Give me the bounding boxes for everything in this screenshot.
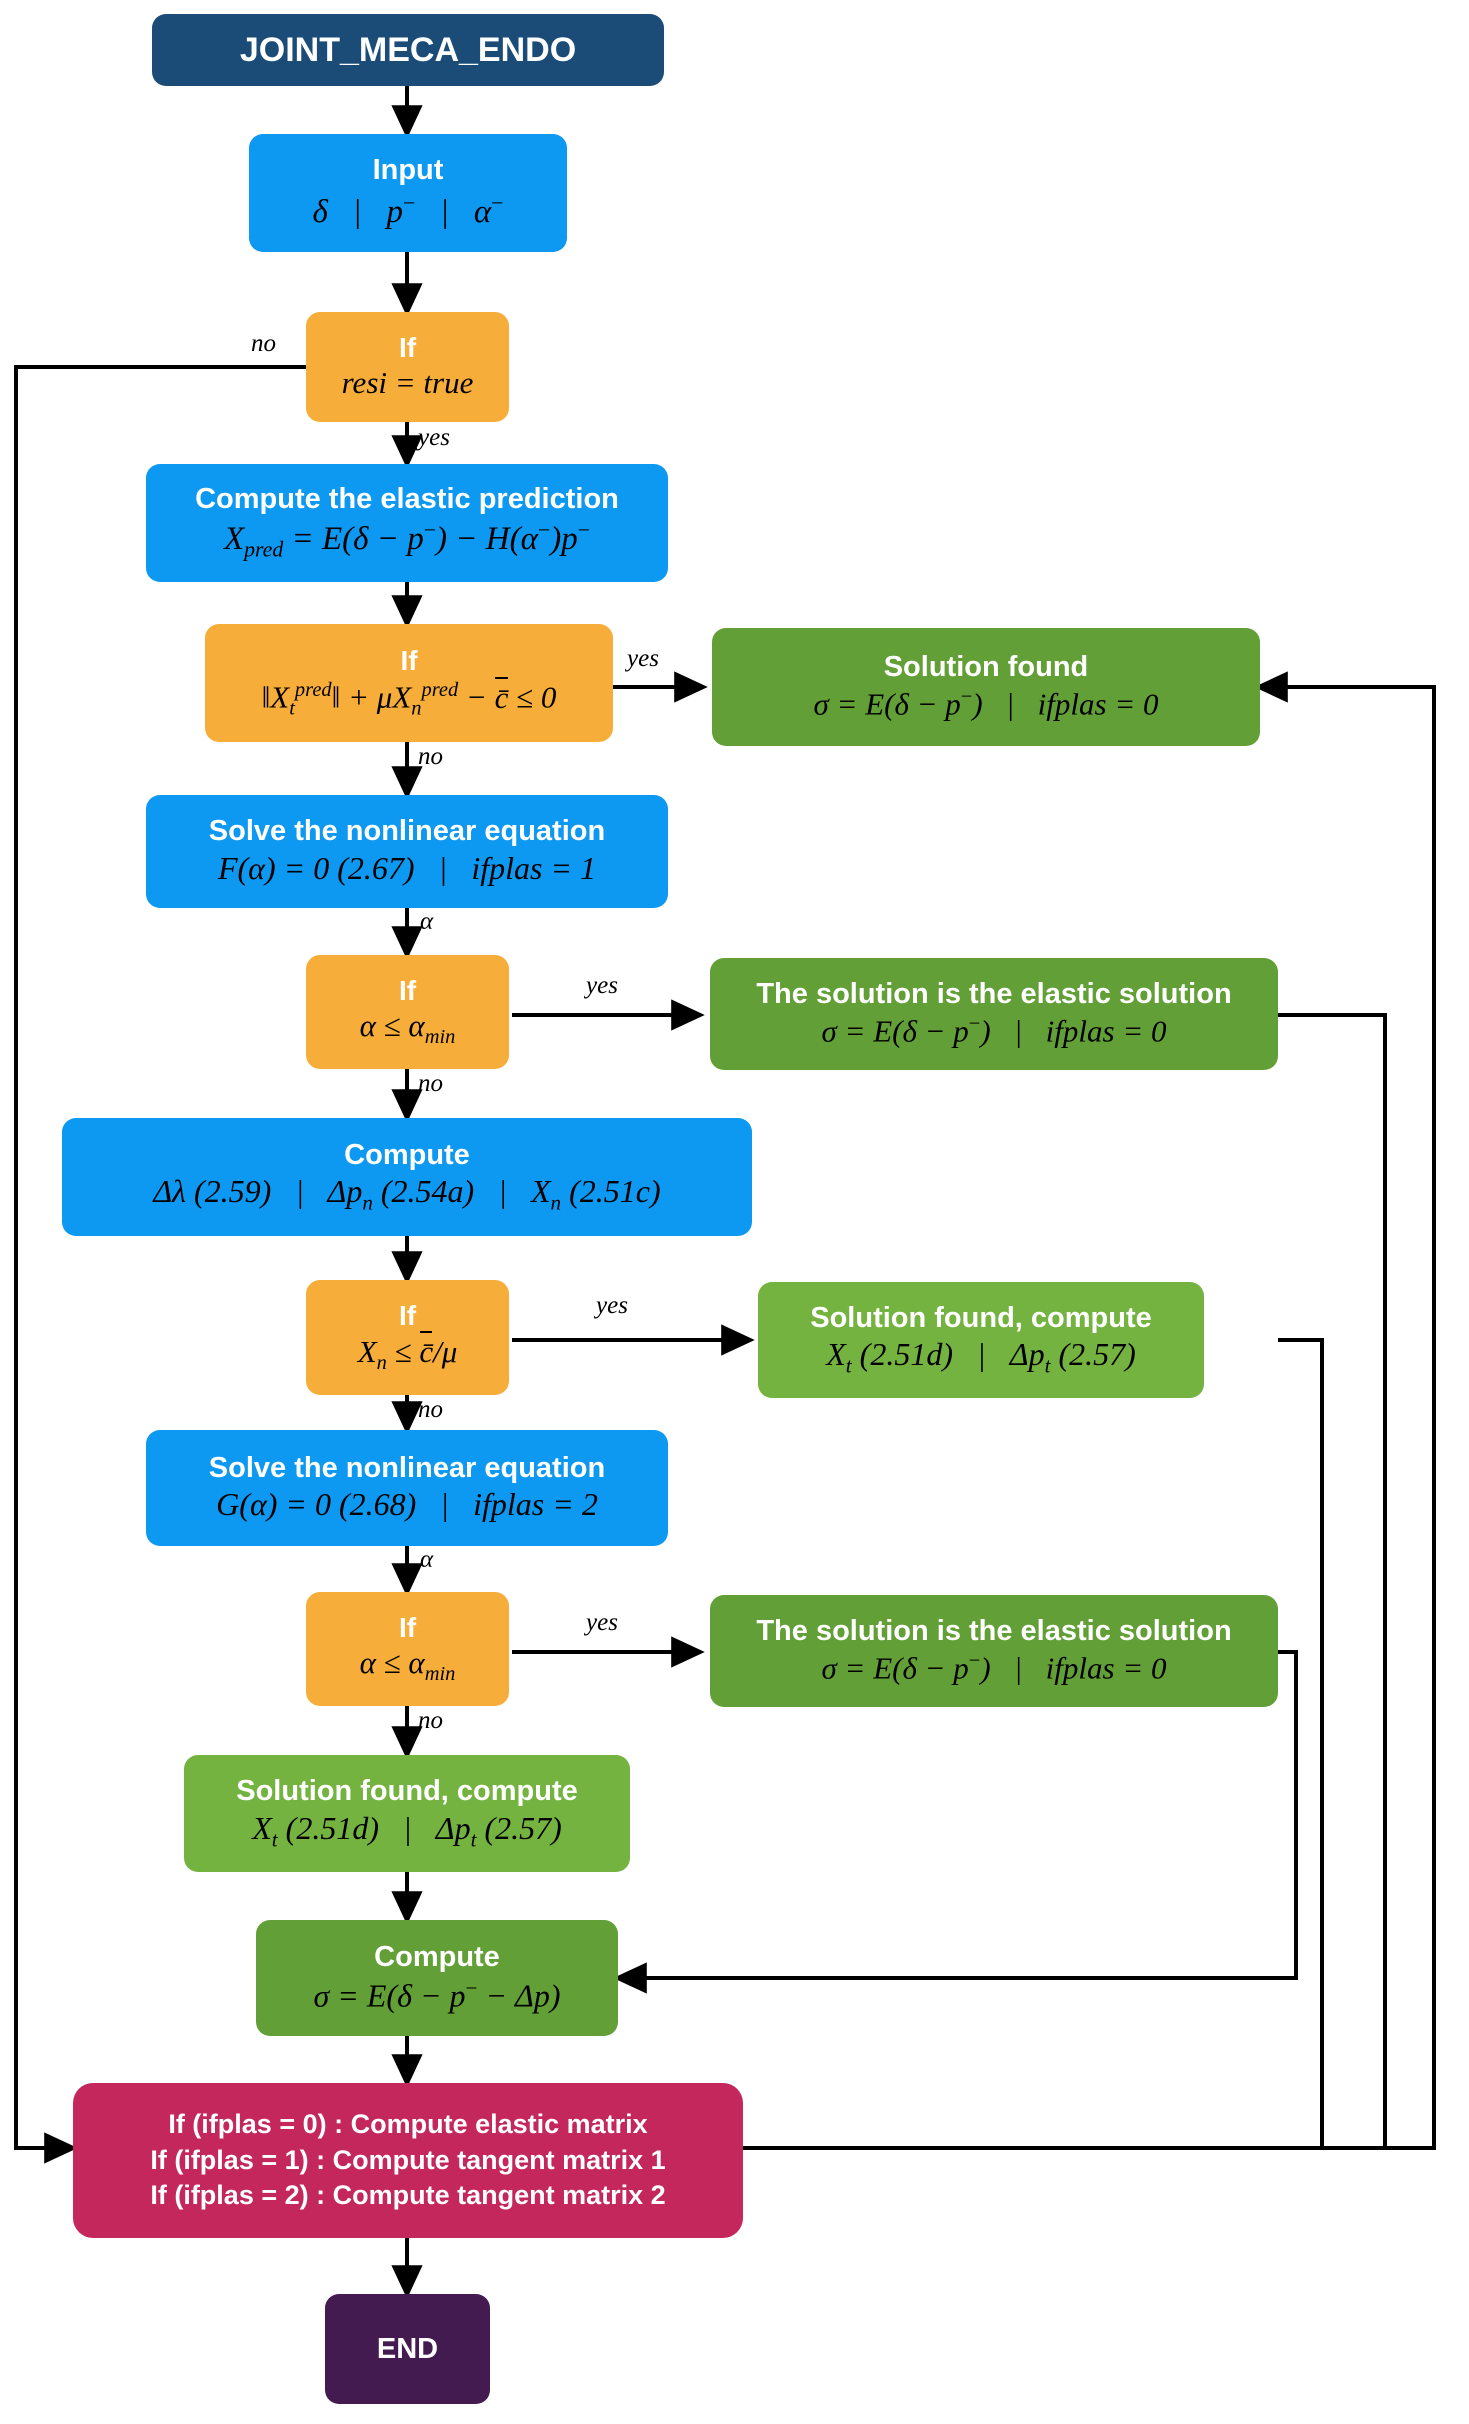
- matrix-line-2: If (ifplas = 1) : Compute tangent matrix…: [150, 2144, 666, 2175]
- edge-label-resi-yes: yes: [418, 424, 450, 451]
- node-if-alpha-2-title: If: [398, 1611, 417, 1643]
- edge-label-alpha2-out: α: [420, 1546, 434, 1573]
- edge-label-resi-no: no: [251, 330, 276, 357]
- edge-label-alpha1-no: no: [418, 1070, 443, 1097]
- node-if-xn[interactable]: If Xn ≤ c̄/μ: [306, 1280, 509, 1395]
- node-if-xn-math: Xn ≤ c̄/μ: [357, 1333, 458, 1374]
- edge-label-yield-yes: yes: [627, 645, 659, 672]
- edge-label-yield-no: no: [418, 743, 443, 770]
- node-solution-found-3-title: Solution found, compute: [236, 1775, 578, 1808]
- node-compute-1[interactable]: Compute Δλ (2.59) | Δpn (2.54a) | Xn (2.…: [62, 1118, 752, 1236]
- node-input-math: δ | p− | α−: [312, 190, 504, 230]
- node-elastic-prediction[interactable]: Compute the elastic prediction Xpred = E…: [146, 464, 668, 582]
- node-solve-G-math: G(α) = 0 (2.68) | ifplas = 2: [216, 1486, 598, 1523]
- edge-label-alpha1-out: α: [420, 908, 434, 935]
- node-if-alpha-2[interactable]: If α ≤ αmin: [306, 1592, 509, 1706]
- node-solution-found-1-math: σ = E(δ − p−) | ifplas = 0: [813, 686, 1159, 722]
- node-elastic-solution-2[interactable]: The solution is the elastic solution σ =…: [710, 1595, 1278, 1707]
- node-solution-found-3-math: Xt (2.51d) | Δpt (2.57): [252, 1809, 562, 1851]
- node-end[interactable]: END: [325, 2294, 490, 2404]
- node-solve-F[interactable]: Solve the nonlinear equation F(α) = 0 (2…: [146, 795, 668, 908]
- node-if-resi[interactable]: If resi = true: [306, 312, 509, 422]
- node-if-xn-title: If: [398, 1300, 417, 1332]
- rail-elasticsol1-down: [1277, 1013, 1387, 2148]
- node-compute-sigma-title: Compute: [374, 1941, 500, 1974]
- node-start[interactable]: JOINT_MECA_ENDO: [152, 14, 664, 86]
- rail-solfound2-down: [1278, 1338, 1324, 2148]
- node-if-alpha-1[interactable]: If α ≤ αmin: [306, 955, 509, 1069]
- node-matrix-block[interactable]: If (ifplas = 0) : Compute elastic matrix…: [73, 2083, 743, 2238]
- node-end-title: END: [376, 2332, 439, 2365]
- node-start-title: JOINT_MECA_ENDO: [239, 30, 577, 69]
- node-solution-found-2[interactable]: Solution found, compute Xt (2.51d) | Δpt…: [758, 1282, 1204, 1398]
- node-elastic-solution-2-math: σ = E(δ − p−) | ifplas = 0: [821, 1650, 1167, 1686]
- edge-label-xn-no: no: [418, 1396, 443, 1423]
- node-if-resi-title: If: [398, 332, 417, 364]
- node-elastic-solution-1-title: The solution is the elastic solution: [756, 977, 1232, 1010]
- node-solve-G-title: Solve the nonlinear equation: [208, 1451, 606, 1484]
- node-if-resi-math: resi = true: [341, 365, 474, 401]
- node-compute-1-title: Compute: [344, 1138, 470, 1171]
- node-input-title: Input: [372, 154, 444, 187]
- node-compute-sigma-math: σ = E(δ − p− − Δp): [313, 1975, 561, 2014]
- node-if-yield-title: If: [400, 645, 418, 676]
- node-solution-found-3[interactable]: Solution found, compute Xt (2.51d) | Δpt…: [184, 1755, 630, 1872]
- node-elastic-solution-1[interactable]: The solution is the elastic solution σ =…: [710, 958, 1278, 1070]
- edge-label-alpha2-yes: yes: [586, 1609, 618, 1636]
- edge-label-alpha2-no: no: [418, 1707, 443, 1734]
- matrix-line-1: If (ifplas = 0) : Compute elastic matrix: [168, 2109, 648, 2140]
- node-solution-found-1[interactable]: Solution found σ = E(δ − p−) | ifplas = …: [712, 628, 1260, 746]
- node-if-alpha-2-math: α ≤ αmin: [359, 1645, 456, 1686]
- node-solution-found-2-title: Solution found, compute: [810, 1301, 1152, 1334]
- node-if-yield-math: ‖Xtpred‖ + μXnpred − c̄ ≤ 0: [261, 679, 557, 720]
- rail-outer-to-solfound1: [743, 671, 1436, 2150]
- node-solve-F-title: Solve the nonlinear equation: [208, 815, 606, 848]
- node-elastic-prediction-math: Xpred = E(δ − p−) − H(α−)p−: [223, 517, 591, 562]
- node-solve-F-math: F(α) = 0 (2.67) | ifplas = 1: [217, 849, 597, 886]
- edge-label-xn-yes: yes: [596, 1292, 628, 1319]
- node-if-alpha-1-title: If: [398, 974, 417, 1006]
- node-solution-found-1-title: Solution found: [883, 650, 1089, 683]
- node-elastic-solution-2-title: The solution is the elastic solution: [756, 1614, 1232, 1647]
- node-compute-1-math: Δλ (2.59) | Δpn (2.54a) | Xn (2.51c): [153, 1173, 661, 1215]
- node-solution-found-2-math: Xt (2.51d) | Δpt (2.57): [826, 1336, 1136, 1378]
- node-elastic-prediction-title: Compute the elastic prediction: [195, 483, 619, 516]
- node-compute-sigma[interactable]: Compute σ = E(δ − p− − Δp): [256, 1920, 618, 2036]
- node-if-yield[interactable]: If ‖Xtpred‖ + μXnpred − c̄ ≤ 0: [205, 624, 613, 742]
- edge-label-alpha1-yes: yes: [586, 972, 618, 999]
- node-if-alpha-1-math: α ≤ αmin: [359, 1008, 456, 1049]
- node-solve-G[interactable]: Solve the nonlinear equation G(α) = 0 (2…: [146, 1430, 668, 1546]
- matrix-line-3: If (ifplas = 2) : Compute tangent matrix…: [150, 2180, 666, 2211]
- node-elastic-solution-1-math: σ = E(δ − p−) | ifplas = 0: [821, 1013, 1167, 1049]
- node-input[interactable]: Input δ | p− | α−: [249, 134, 567, 252]
